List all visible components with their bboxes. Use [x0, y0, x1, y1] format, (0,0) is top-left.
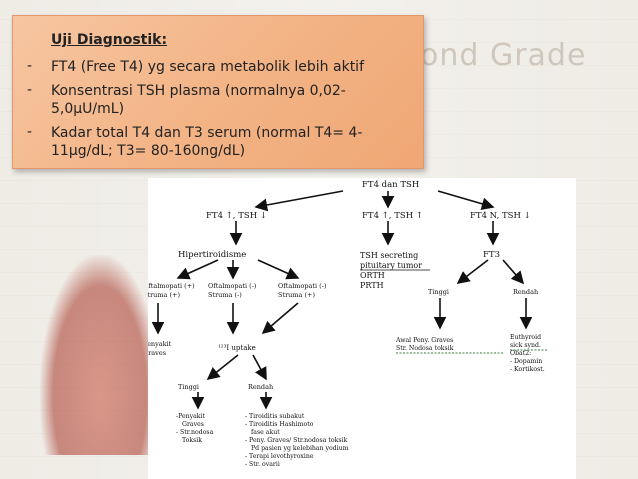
tsh-item-4: PRTH [360, 281, 384, 290]
bullet-3-line-1: Kadar total T4 dan T3 serum (normal T4= … [51, 125, 363, 141]
node-root: FT4 dan TSH [362, 180, 419, 190]
bullet-1-line-1: FT4 (Free T4) yg secara metabolik lebih … [51, 59, 365, 75]
node-level1-mid: FT4 ↑, TSH ↑ [362, 211, 423, 221]
bullet-marker-2: - [27, 82, 33, 98]
node-hyper: Hipertiroidisme [178, 250, 246, 260]
bullet-3-line-2: 11µg/dL; T3= 80-160ng/dL) [51, 143, 246, 159]
arrow-to-uptake-2 [261, 302, 299, 335]
graves-line-1: Penyakit [148, 340, 172, 348]
bullet-2-line-2: 5,0µU/mL) [51, 101, 125, 117]
tinggi-item-1: -Penyakit [176, 413, 206, 420]
rendah-item-3: fase akut [251, 429, 280, 436]
bullet-text-3: Kadar total T4 dan T3 serum (normal T4= … [51, 124, 421, 160]
arrow-oft-3 [257, 259, 300, 280]
arrow-to-tinggi [206, 354, 239, 380]
node-uptake: ¹²³I uptake [218, 344, 256, 352]
diagnostic-callout: Uji Diagnostik: - FT4 (Free T4) yg secar… [12, 15, 424, 169]
node-tinggi: Tinggi [178, 383, 199, 391]
node-rendah: Rendah [248, 383, 273, 391]
rendah-list: - Tiroiditis subakut - Tiroiditis Hashim… [245, 413, 349, 468]
arrow-root-right [437, 190, 495, 211]
arrow-ft3-tinggi [456, 259, 489, 284]
flowchart-svg: FT4 dan TSH FT4 ↑, TSH ↓ FT4 ↑, TSH ↑ FT… [148, 180, 548, 468]
oft-1-line-1: Oftalmopati (+) [148, 282, 195, 290]
apple-decoration [40, 255, 160, 455]
tinggi-list: -Penyakit Graves - Str.nodosa Toksik [176, 413, 214, 444]
euthy-line-2: sick synd. [510, 342, 541, 349]
callout-title: Uji Diagnostik: [51, 32, 168, 48]
rendah-item-2: - Tiroiditis Hashimoto [245, 421, 314, 428]
bullet-2-line-1: Konsentrasi TSH plasma (normalnya 0,02- [51, 83, 346, 99]
euthy-line-1: Euthyroid [510, 334, 541, 341]
bullet-marker-3: - [27, 124, 33, 140]
oft-3-line-1: Oftalmopati (-) [278, 282, 327, 290]
arrow-root-left [254, 190, 344, 212]
tinggi-item-3: - Str.nodosa [176, 429, 214, 436]
oft-2-line-2: Struma (-) [208, 291, 242, 299]
graves-line-2: Graves [148, 349, 166, 357]
euthy-line-5: - Kortikost. [510, 366, 545, 373]
background-watermark: ond Grade [420, 38, 587, 73]
node-ft3-tinggi: Tinggi [428, 288, 449, 296]
arrow-oft-1 [176, 259, 219, 280]
euthy-line-4: - Dopamin [510, 358, 542, 365]
arrow-to-rendah [252, 354, 267, 381]
tinggi-item-2: Graves [182, 421, 204, 428]
bullet-text-1: FT4 (Free T4) yg secara metabolik lebih … [51, 58, 421, 76]
oft-3-line-2: Struma (+) [278, 291, 315, 299]
awal-line-2: Str. Nodosa toksik [396, 345, 454, 352]
tinggi-item-4: Toksik [182, 437, 202, 444]
tsh-item-3: ORTH [360, 271, 385, 280]
tsh-item-2: pituitary tumor [360, 261, 422, 270]
tsh-item-1: TSH secreting [360, 251, 418, 260]
rendah-item-7: - Str. ovarii [245, 461, 280, 468]
euthy-line-3: Obat2: [510, 350, 531, 357]
bullet-text-2: Konsentrasi TSH plasma (normalnya 0,02- … [51, 82, 421, 118]
awal-line-1: Awal Peny. Graves [395, 337, 453, 344]
node-level1-left: FT4 ↑, TSH ↓ [206, 211, 267, 221]
oft-2-line-1: Oftalmopati (-) [208, 282, 257, 290]
node-ft3-rendah: Rendah [513, 288, 538, 296]
node-ft3: FT3 [483, 250, 500, 260]
rendah-item-4: - Peny. Graves/ Str.nodosa toksik [245, 437, 347, 444]
rendah-item-1: - Tiroiditis subakut [245, 413, 305, 420]
tsh-list: TSH secreting pituitary tumor ORTH PRTH [360, 251, 422, 290]
arrow-ft3-rendah [502, 259, 525, 285]
flowchart-arrows [151, 190, 533, 410]
rendah-item-6: - Terapi levothyroxine [245, 453, 314, 460]
node-level1-right: FT4 N, TSH ↓ [470, 211, 531, 221]
diagnostic-flowchart: FT4 dan TSH FT4 ↑, TSH ↓ FT4 ↑, TSH ↑ FT… [148, 178, 576, 479]
bullet-marker-1: - [27, 58, 33, 74]
oft-1-line-2: Struma (+) [148, 291, 180, 299]
rendah-item-5: Pd pasien yg kelebihan yodium [251, 445, 349, 452]
